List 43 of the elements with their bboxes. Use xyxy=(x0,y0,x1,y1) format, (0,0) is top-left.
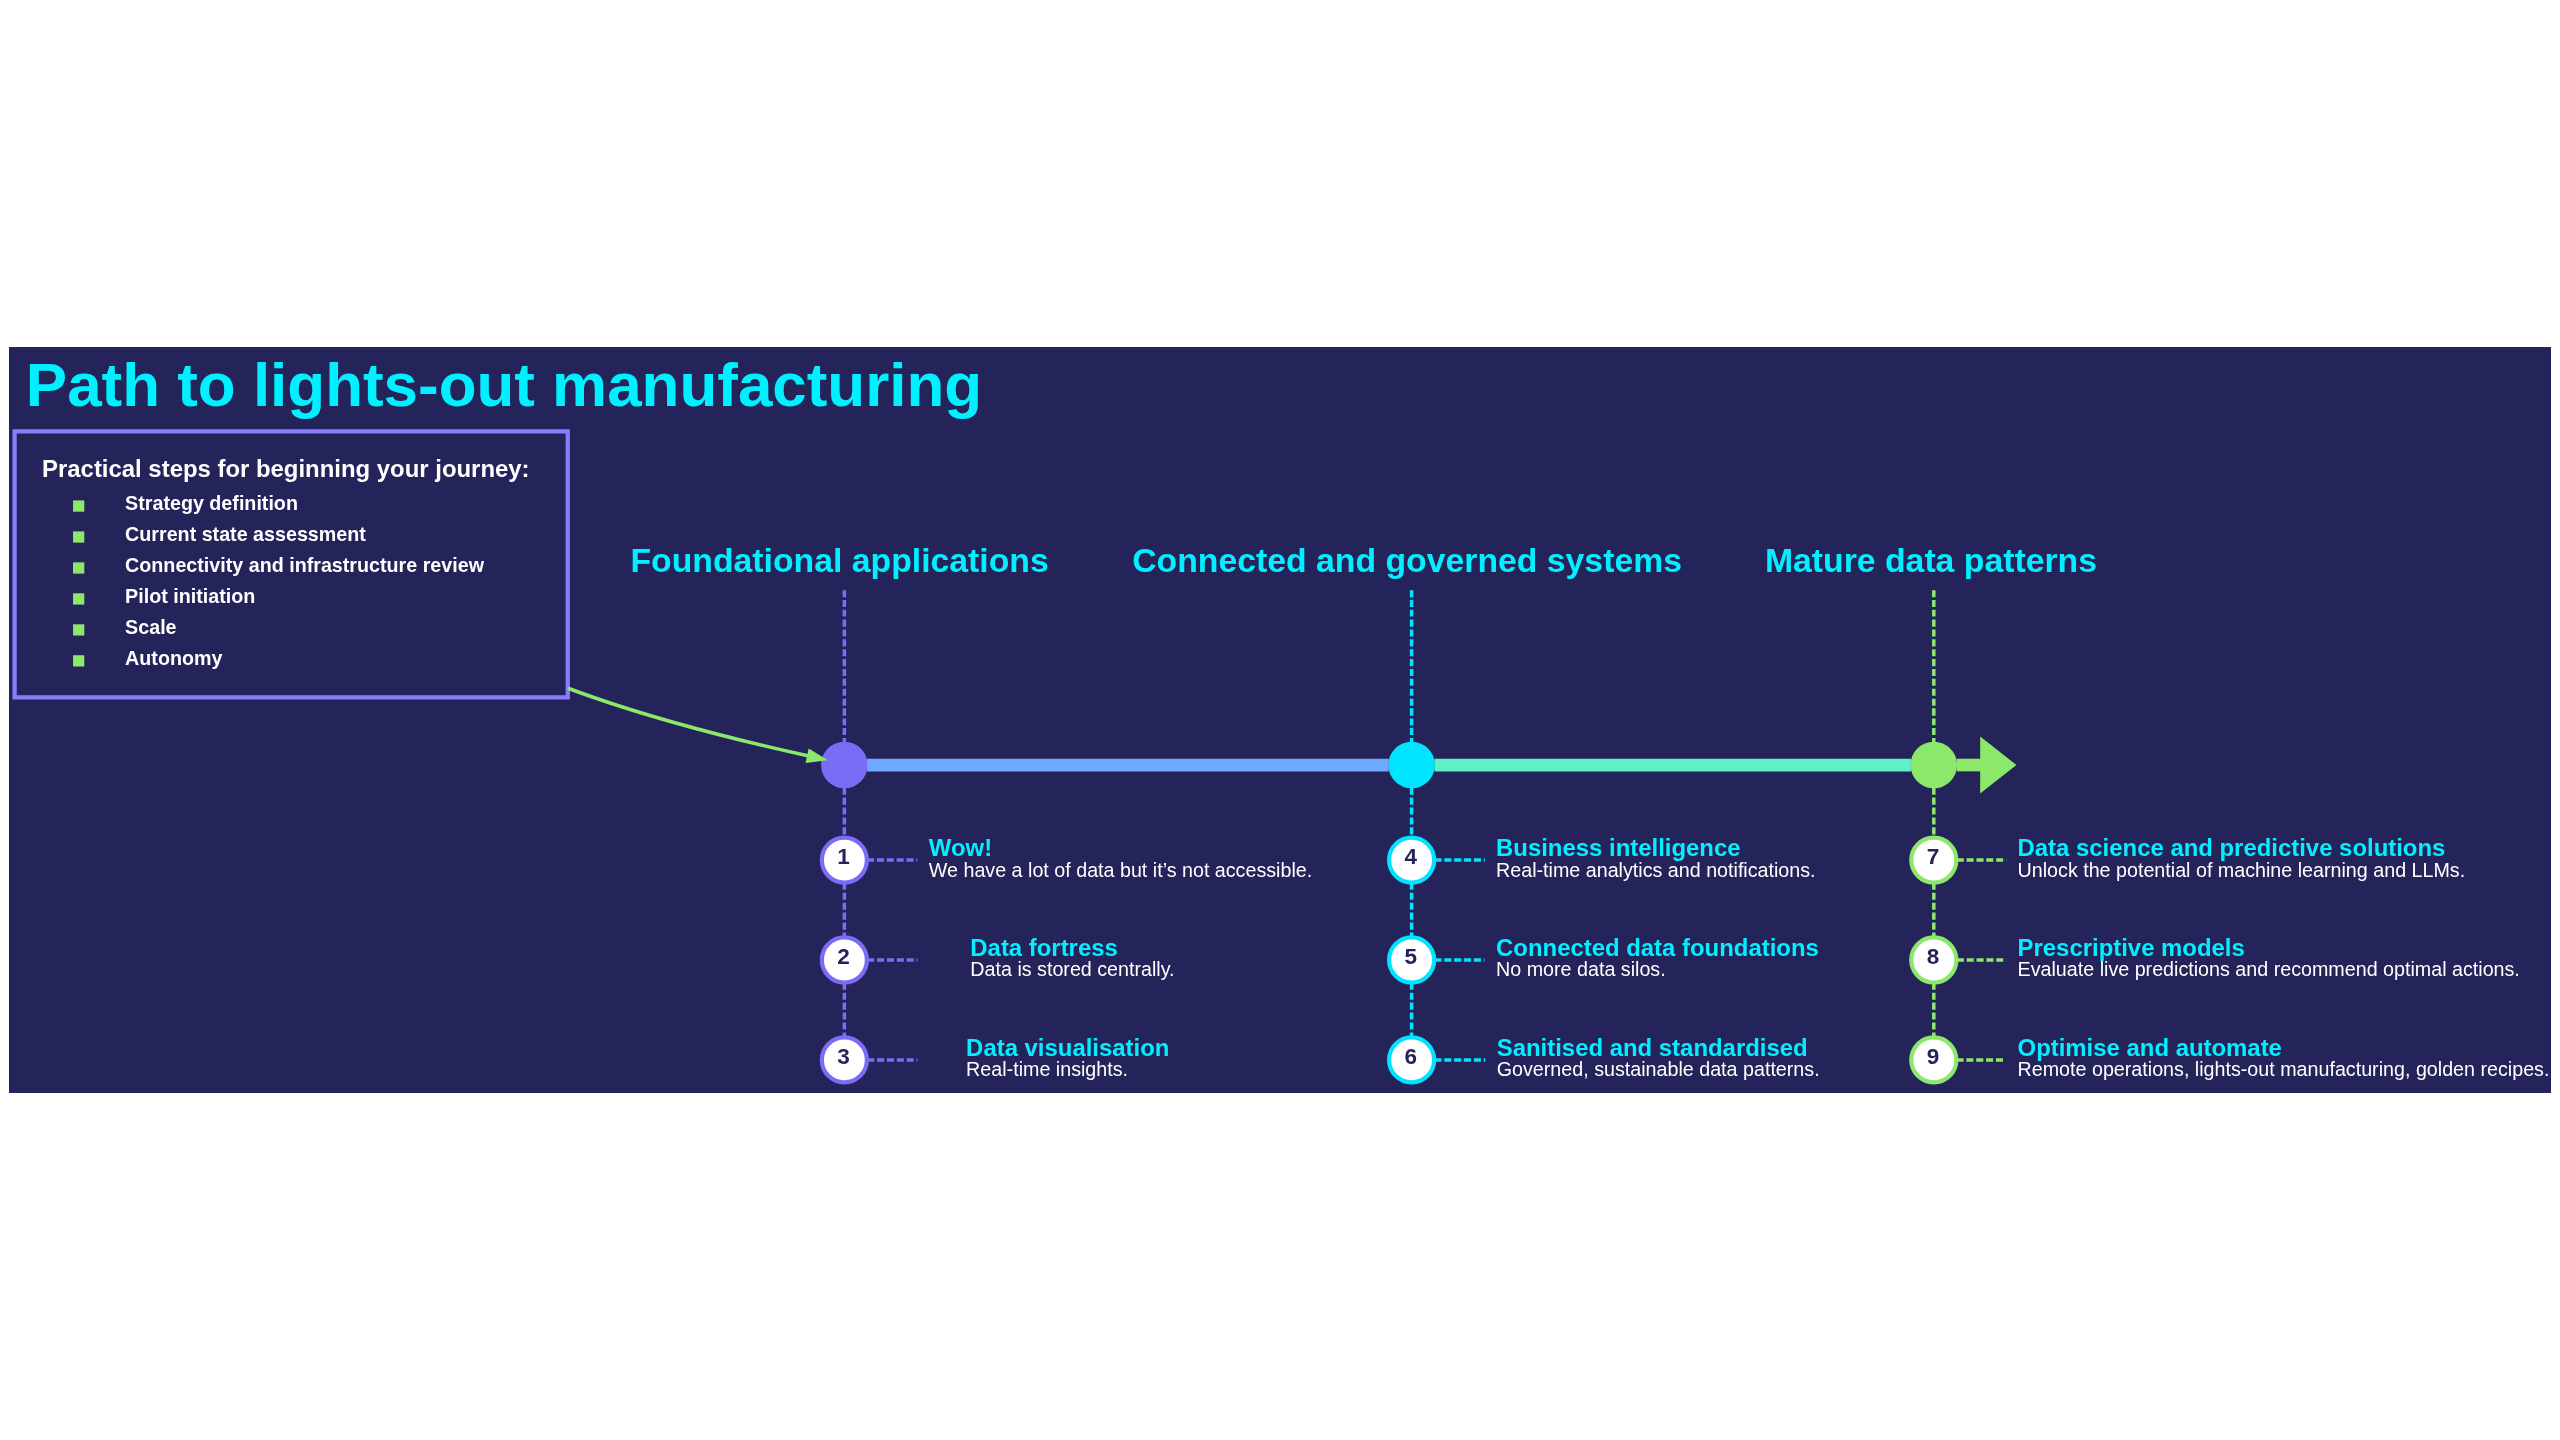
node-text: Data visualisation Real-time insights. xyxy=(966,1033,1170,1081)
connector xyxy=(1409,883,1414,938)
connector xyxy=(867,858,918,862)
node-text: Mature data patterns xyxy=(1764,540,2098,579)
node-circle: 8 xyxy=(1909,935,1959,985)
node-text: Data science and predictive solutions Unlock the potential of machine learning and LLMs. xyxy=(2017,833,2466,881)
connector xyxy=(1434,758,1911,772)
node-circle xyxy=(1388,741,1435,789)
connector xyxy=(1932,982,1936,1037)
node-circle: 5 xyxy=(1386,935,1437,985)
arrow xyxy=(1956,736,2017,794)
node-text: Connected data foundations No more data silos. xyxy=(1496,933,1819,981)
node-text: Business intelligence Real-time analytics and notifications. xyxy=(1496,833,1816,881)
connector xyxy=(842,590,847,743)
connector xyxy=(1434,858,1485,862)
node-circle: 9 xyxy=(1909,1035,1959,1085)
node-circle: 1 xyxy=(819,835,869,885)
node-circle xyxy=(821,741,868,789)
connector xyxy=(842,982,847,1037)
node-circle xyxy=(1910,741,1958,789)
node-text: Optimise and automate Remote operations, lights-out manufacturing, golden recipes. xyxy=(2017,1033,2550,1081)
node-circle: 3 xyxy=(819,1035,869,1085)
connector xyxy=(1434,1058,1486,1062)
arrow xyxy=(567,686,828,763)
node-text: Foundational applications xyxy=(630,540,1049,579)
node-text: Sanitised and standardised Governed, sustainable data patterns. xyxy=(1496,1033,1820,1081)
connector xyxy=(842,883,847,938)
connector xyxy=(1932,590,1936,743)
node-box: Practical steps for beginning your journey: Strategy definition Current state assessment Connectivity and infrastructure review Pilot initiation Scale Autonomy xyxy=(12,429,570,700)
connector xyxy=(867,758,1389,772)
connector xyxy=(1409,590,1414,743)
node-text: Connected and governed systems xyxy=(1132,540,1682,579)
node-circle: 2 xyxy=(819,935,869,985)
node-circle: 6 xyxy=(1386,1035,1437,1085)
node-circle: 7 xyxy=(1909,835,1959,885)
connector xyxy=(1409,982,1414,1037)
node-text: Data fortress Data is stored centrally. xyxy=(970,933,1175,981)
node-circle: 4 xyxy=(1386,835,1437,885)
diagram-title: Path to lights-out manufacturing xyxy=(25,350,983,420)
connector xyxy=(1956,1058,2006,1062)
connector xyxy=(1932,883,1936,938)
node-text: Wow! We have a lot of data but it’s not accessible. xyxy=(928,833,1313,881)
node-text: Prescriptive models Evaluate live predictions and recommend optimal actions. xyxy=(2017,933,2520,981)
